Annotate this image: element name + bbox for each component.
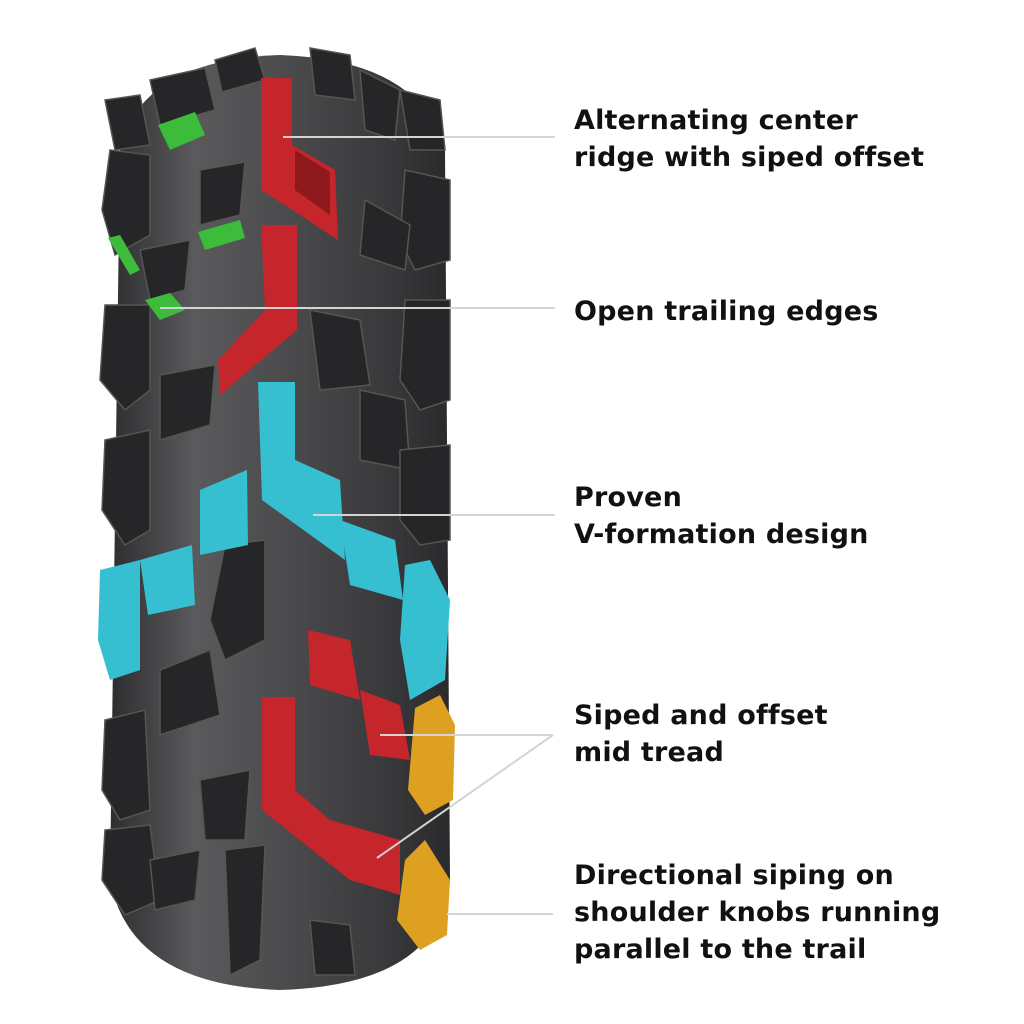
- callout-trailing-edges: Open trailing edges: [574, 293, 879, 330]
- callout-center-ridge: Alternating center ridge with siped offs…: [574, 102, 924, 176]
- yellow-shoulder-knobs: [397, 695, 455, 950]
- green-trailing-edge-knobs: [108, 112, 245, 320]
- red-mid-tread: [262, 630, 410, 895]
- callout-line: parallel to the trail: [574, 934, 867, 965]
- tire-casing: [110, 55, 450, 990]
- callout-line: Open trailing edges: [574, 296, 879, 327]
- leader-line-mid-tread-b: [376, 734, 554, 859]
- callout-v-formation: Proven V-formation design: [574, 479, 869, 553]
- callout-line: shoulder knobs running: [574, 897, 941, 928]
- red-ridge-siping: [295, 150, 330, 215]
- callout-line: ridge with siped offset: [574, 142, 925, 173]
- callout-line: Directional siping on: [574, 860, 894, 891]
- black-knobs: [99, 47, 451, 977]
- callout-line: mid tread: [574, 737, 724, 768]
- callout-mid-tread: Siped and offset mid tread: [574, 697, 828, 771]
- callout-line: Proven: [574, 482, 682, 513]
- leader-lines: [160, 136, 555, 915]
- callout-shoulder-siping: Directional siping on shoulder knobs run…: [574, 857, 940, 968]
- callout-line: V-formation design: [574, 519, 869, 550]
- callout-line: Siped and offset: [574, 700, 828, 731]
- callout-line: Alternating center: [574, 105, 858, 136]
